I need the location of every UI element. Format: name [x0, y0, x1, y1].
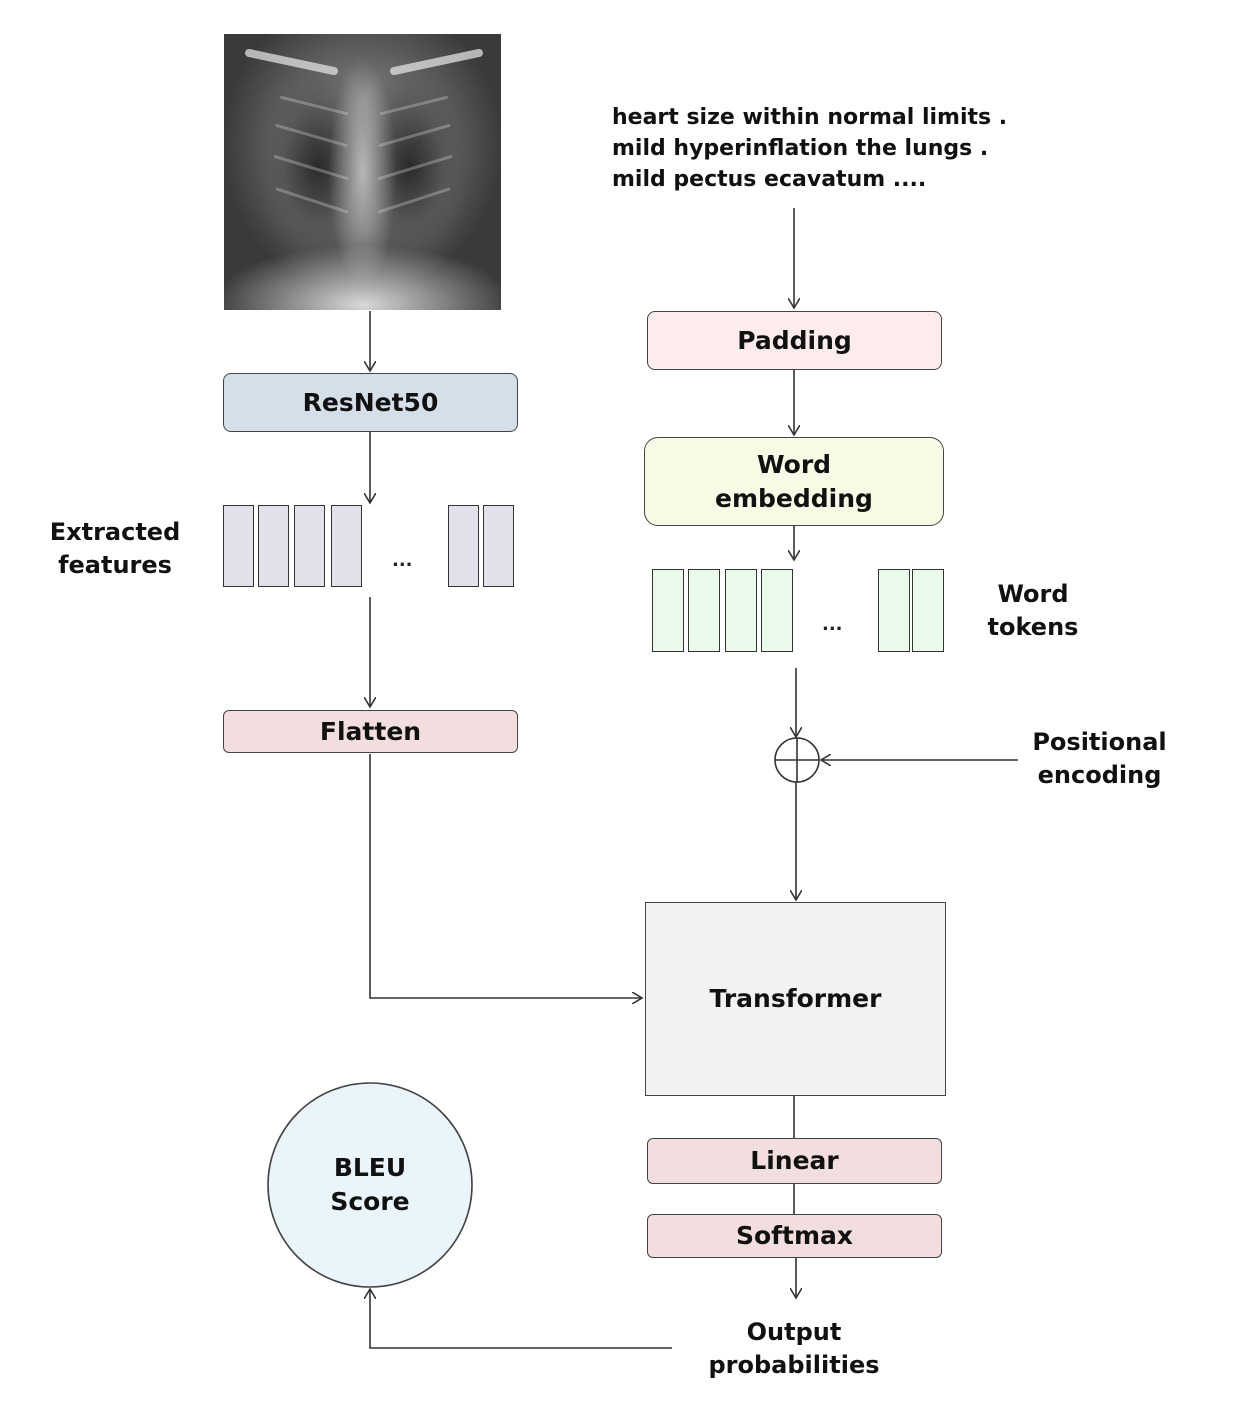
word-embedding-line-2: embedding: [715, 483, 873, 513]
report-text: heart size within normal limits . mild h…: [612, 102, 1042, 195]
report-line-3: mild pectus ecavatum ....: [612, 167, 927, 192]
token-cell: [761, 569, 793, 652]
arrow-output-to-bleu: [370, 1289, 672, 1349]
report-line-1: heart size within normal limits .: [612, 105, 1008, 130]
extracted-features-line-2: features: [58, 551, 172, 579]
transformer-box: Transformer: [645, 902, 946, 1096]
extracted-features-label: Extracted features: [40, 516, 190, 582]
word-embedding-box: Word embedding: [644, 437, 944, 526]
feature-cell: [331, 505, 362, 587]
token-cell: [725, 569, 757, 652]
word-embedding-line-1: Word: [756, 449, 832, 479]
token-cell: [878, 569, 910, 652]
softmax-label: Softmax: [735, 1221, 854, 1250]
extracted-features-line-1: Extracted: [49, 518, 181, 546]
softmax-box: Softmax: [647, 1214, 942, 1258]
resnet50-box: ResNet50: [223, 373, 518, 432]
bleu-score-circle: [267, 1082, 473, 1288]
word-tokens-label: Word tokens: [968, 578, 1098, 644]
feature-cell: [258, 505, 289, 587]
tokens-ellipsis: ...: [822, 614, 843, 635]
padding-label: Padding: [737, 325, 852, 355]
output-probabilities-line-2: probabilities: [708, 1351, 880, 1379]
flatten-label: Flatten: [319, 716, 422, 746]
report-line-2: mild hyperinflation the lungs .: [612, 136, 989, 161]
output-probabilities-line-1: Output: [746, 1318, 842, 1346]
token-cell: [912, 569, 944, 652]
token-cell: [652, 569, 684, 652]
linear-box: Linear: [647, 1138, 942, 1184]
bleu-score-line-1: BLEU: [333, 1153, 407, 1182]
bleu-score-line-2: Score: [330, 1187, 410, 1216]
chest-xray-image: [224, 34, 501, 310]
feature-cell: [294, 505, 325, 587]
transformer-label: Transformer: [709, 984, 882, 1013]
arrow-flatten-to-transformer: [369, 754, 642, 998]
flatten-box: Flatten: [223, 710, 518, 753]
output-probabilities-label: Output probabilities: [690, 1316, 898, 1382]
token-cell: [688, 569, 720, 652]
resnet50-label: ResNet50: [302, 387, 439, 417]
word-tokens-line-2: tokens: [987, 613, 1079, 641]
feature-cell: [483, 505, 514, 587]
positional-encoding-label: Positional encoding: [1022, 726, 1177, 792]
padding-box: Padding: [647, 311, 942, 370]
bleu-score-node: BLEU Score: [268, 1083, 472, 1287]
linear-label: Linear: [750, 1146, 839, 1175]
sum-operator-icon: [774, 737, 820, 783]
positional-encoding-line-1: Positional: [1032, 728, 1167, 756]
positional-encoding-line-2: encoding: [1037, 761, 1162, 789]
feature-cell: [223, 505, 254, 587]
features-ellipsis: ...: [392, 550, 413, 571]
feature-cell: [448, 505, 479, 587]
word-tokens-line-1: Word: [997, 580, 1069, 608]
